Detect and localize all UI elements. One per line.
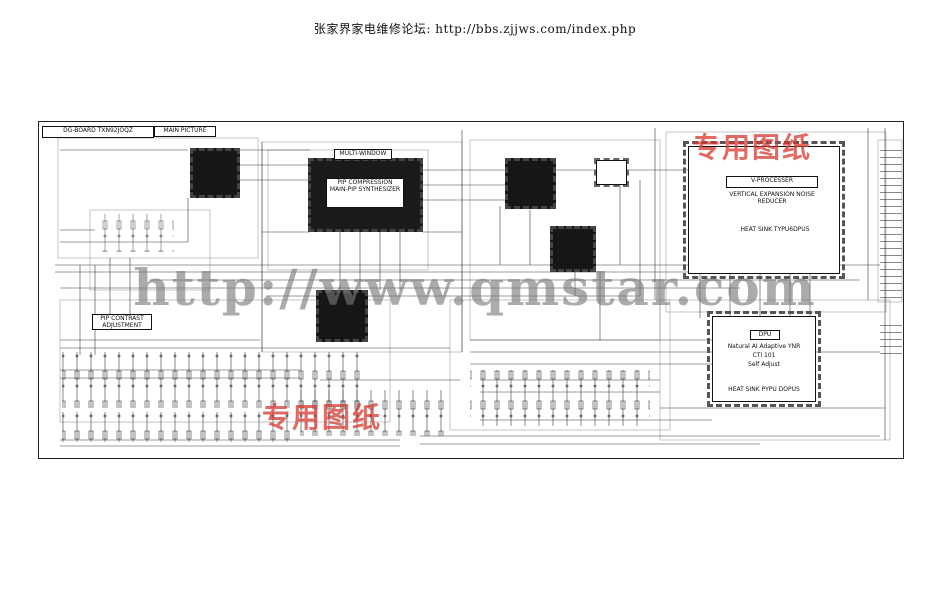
dpu-text-line3: Self Adjust — [748, 361, 780, 368]
ic-qfp-center — [550, 226, 596, 272]
dpu-text-line1: Natural AI Adaptive YNR — [727, 343, 801, 350]
dpu-label: DPU — [750, 330, 780, 340]
ic-qfp-top-left — [190, 148, 240, 198]
v-processor-subtext: VERTICAL EXPANSION NOISE REDUCER — [729, 191, 815, 206]
v-processor-block — [683, 141, 845, 279]
multi-window-label: MULTI-WINDOW — [334, 149, 392, 160]
ic-qfp-lower-left — [316, 290, 368, 342]
main-picture-label: MAIN PICTURE — [154, 126, 216, 137]
component-rows — [62, 150, 902, 442]
v-heatsink-text: HEAT SINK TYPU6DPU5 — [740, 226, 810, 233]
ic-qfp-top-mid — [505, 158, 556, 209]
v-processor-label: V-PROCESSER — [726, 176, 818, 188]
ic-small-top — [594, 158, 629, 187]
pip-synth-label: PIP COMPRESSION MAIN-PIP SYNTHESIZER — [326, 178, 404, 208]
pip-contrast-label: PIP CONTRAST ADJUSTMENT — [92, 314, 152, 330]
forum-header-text: 张家界家电维修论坛: http://bbs.zjjws.com/index.ph… — [313, 22, 637, 36]
schematic-frame — [38, 121, 904, 459]
dpu-heatsink-text: HEAT SINK PYPU DOPUS — [728, 386, 800, 393]
dpu-text-line2: CTI 101 — [752, 352, 776, 359]
board-id-label: DG-BOARD TXN92JOQZ — [42, 126, 154, 138]
